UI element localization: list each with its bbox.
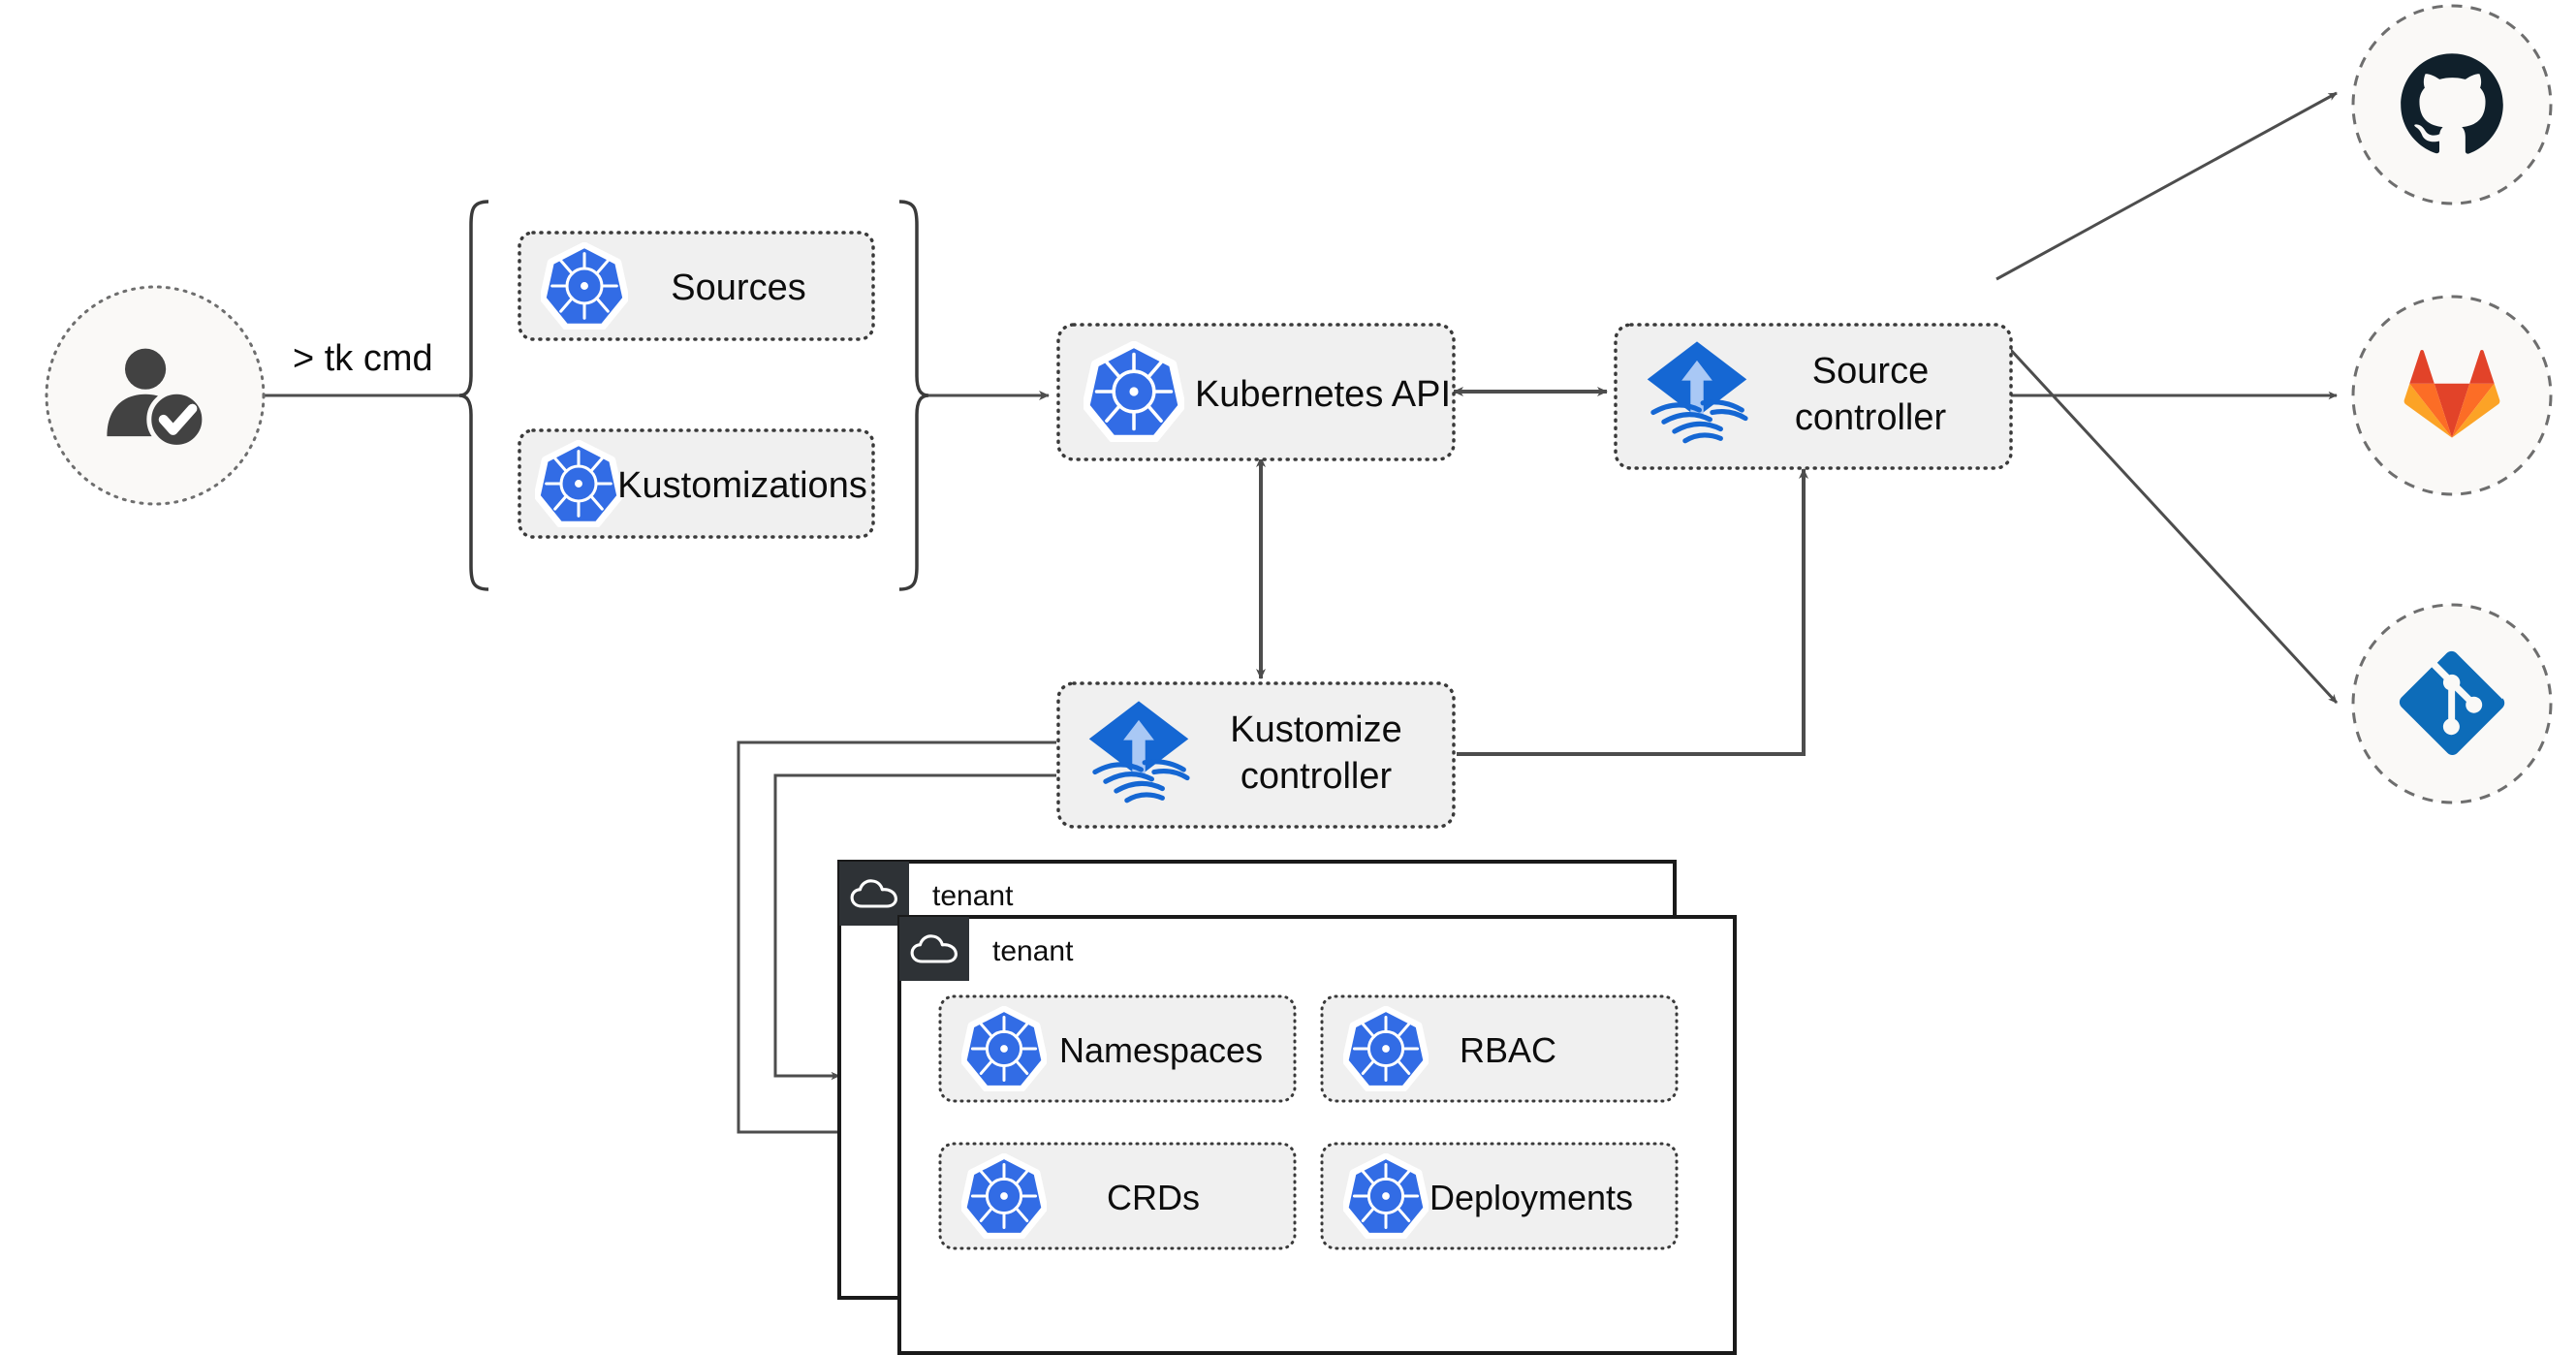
- resource-brace-left: [458, 200, 489, 591]
- provider-node-github[interactable]: [2351, 4, 2553, 205]
- tenant-resource-rbac[interactable]: RBAC: [1320, 994, 1679, 1103]
- command-label: > tk cmd: [293, 338, 433, 379]
- resource-box-kustomizations[interactable]: Kustomizations: [518, 428, 875, 539]
- user-actor-node[interactable]: [45, 285, 266, 506]
- tenant-resource-namespaces[interactable]: Namespaces: [938, 994, 1297, 1103]
- tenant-container-front[interactable]: tenant Namespaces RBAC: [897, 915, 1737, 1355]
- node-source-controller[interactable]: Source controller: [1614, 323, 2013, 470]
- kubernetes-icon: [1086, 345, 1181, 438]
- tenant-resource-crds[interactable]: CRDs: [938, 1142, 1297, 1250]
- kubernetes-icon: [1346, 1010, 1427, 1088]
- node-label-kubernetes-api: Kubernetes API: [1195, 374, 1451, 415]
- edge-kustomize-to-tenant-back: [737, 741, 1056, 1137]
- node-kubernetes-api[interactable]: Kubernetes API: [1056, 323, 1456, 461]
- resource-label-sources: Sources: [671, 268, 805, 308]
- tenant-resource-label-crds: CRDs: [1107, 1178, 1200, 1217]
- kubernetes-icon: [964, 1157, 1045, 1236]
- edge-kustomize-to-tenant-front: [773, 773, 1056, 1081]
- tenant-resource-label-rbac: RBAC: [1460, 1030, 1556, 1070]
- edge-kustomize-to-source-controller: [1457, 468, 1808, 756]
- provider-node-git[interactable]: [2351, 603, 2553, 804]
- tenant-resource-label-deployments: Deployments: [1429, 1178, 1633, 1217]
- kubernetes-icon: [538, 444, 620, 524]
- kubernetes-icon: [964, 1010, 1045, 1088]
- tenant-label-back: tenant: [932, 880, 1014, 912]
- provider-node-gitlab[interactable]: [2351, 295, 2553, 496]
- edge-source-controller-to-github: [1995, 91, 2338, 281]
- kubernetes-icon: [544, 246, 626, 327]
- node-label-source-controller: Source: [1812, 351, 1929, 392]
- resource-box-sources[interactable]: Sources: [518, 231, 875, 341]
- edge-source-controller-to-git: [1995, 332, 2339, 705]
- node-label-kustomize-controller: Kustomize: [1230, 709, 1401, 750]
- node-label-source-controller-line2: controller: [1795, 397, 1947, 438]
- node-kustomize-controller[interactable]: Kustomize controller: [1056, 681, 1456, 829]
- tenant-label-front: tenant: [992, 935, 1074, 967]
- node-label-kustomize-controller-line2: controller: [1241, 756, 1393, 797]
- tenant-resource-deployments[interactable]: Deployments: [1320, 1142, 1679, 1250]
- tenant-resource-label-namespaces: Namespaces: [1059, 1030, 1263, 1070]
- kubernetes-icon: [1346, 1157, 1427, 1236]
- resource-label-kustomizations: Kustomizations: [617, 465, 867, 506]
